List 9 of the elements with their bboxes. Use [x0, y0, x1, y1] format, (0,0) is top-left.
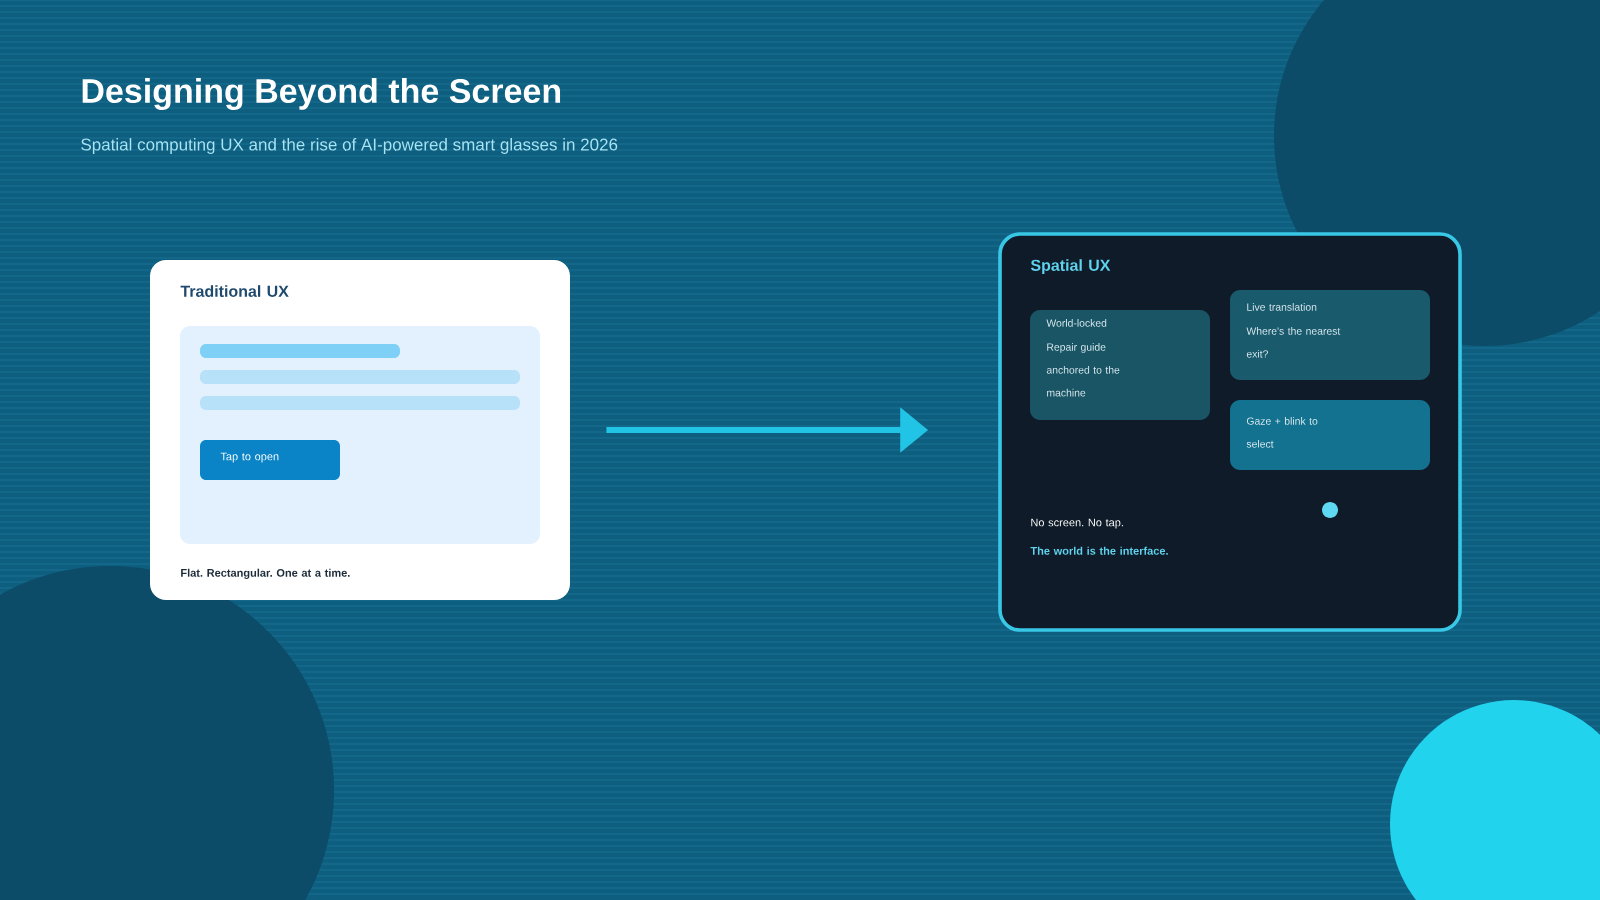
screen-panel	[180, 326, 540, 544]
title: Designing Beyond the Screen	[82, 78, 561, 110]
info-panel	[1030, 310, 1210, 420]
label: Spatial UX	[1030, 259, 1111, 275]
subtitle: Spatial computing UX and the rise of AI-powered smart glasses in 2026	[81, 138, 618, 154]
button	[200, 440, 340, 480]
info-panel	[1230, 400, 1430, 470]
info-panel	[1230, 290, 1430, 380]
label: Traditional UX	[180, 285, 289, 297]
